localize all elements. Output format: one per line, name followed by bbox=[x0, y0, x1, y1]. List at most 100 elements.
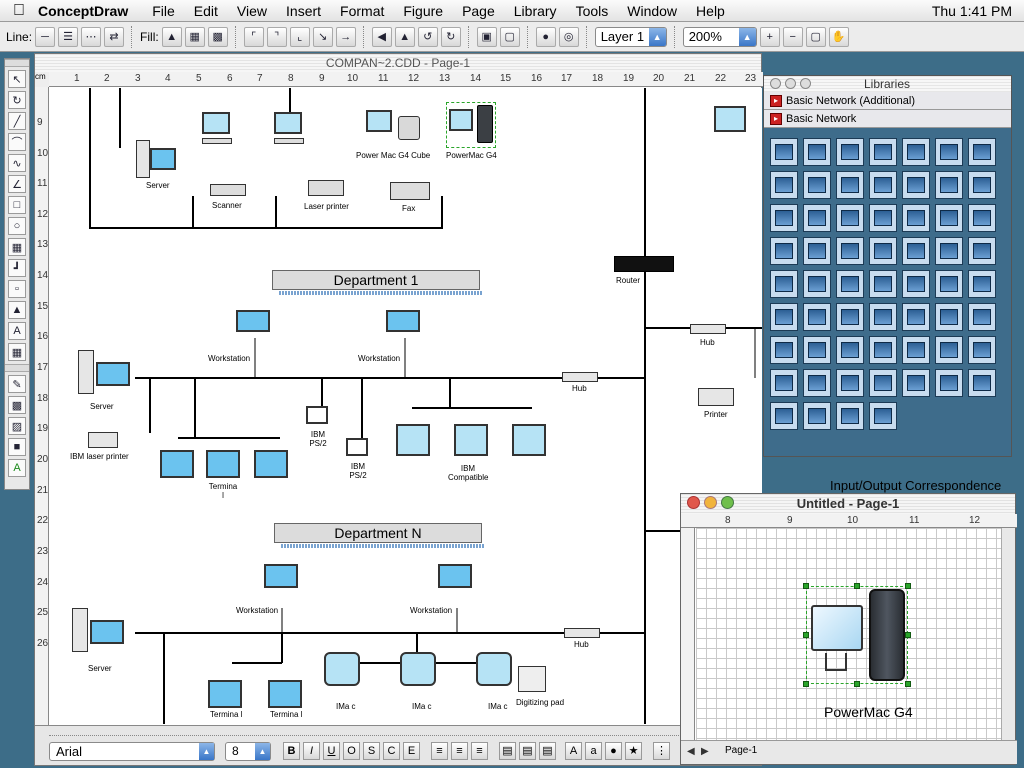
selection-handle[interactable] bbox=[905, 632, 911, 638]
library-shape[interactable] bbox=[836, 171, 864, 199]
server-icon[interactable] bbox=[78, 350, 134, 396]
ibm-ps2-icon[interactable] bbox=[346, 438, 368, 456]
line-arrow-icon[interactable]: ⇄ bbox=[104, 26, 125, 47]
library-shape[interactable] bbox=[869, 237, 897, 265]
zoom-out-icon[interactable]: − bbox=[782, 26, 803, 47]
library-shape[interactable] bbox=[935, 138, 963, 166]
outline-button[interactable]: O bbox=[343, 742, 360, 760]
library-shape[interactable] bbox=[935, 303, 963, 331]
menu-format[interactable]: Format bbox=[340, 2, 385, 19]
workstation-icon[interactable] bbox=[202, 112, 232, 146]
library-shape[interactable] bbox=[836, 237, 864, 265]
callout-tool-icon[interactable]: ▫ bbox=[8, 280, 26, 298]
menu-view[interactable]: View bbox=[236, 2, 268, 19]
library-shape[interactable] bbox=[803, 402, 831, 430]
library-shape[interactable] bbox=[968, 336, 996, 364]
arrow-tool-icon[interactable]: ↖ bbox=[8, 70, 26, 88]
library-shape[interactable] bbox=[869, 336, 897, 364]
align-center-icon[interactable]: ≡ bbox=[451, 742, 468, 760]
connector-3-icon[interactable]: ⌞ bbox=[289, 26, 310, 47]
table-tool-icon[interactable]: ▦ bbox=[8, 343, 26, 361]
workstation-icon[interactable] bbox=[264, 564, 300, 594]
arc-tool-icon[interactable]: ⌒ bbox=[8, 133, 26, 151]
imac-icon[interactable] bbox=[476, 652, 512, 686]
library-shape[interactable] bbox=[935, 204, 963, 232]
gradient-tool-icon[interactable]: ▨ bbox=[8, 417, 26, 435]
valign-bottom-icon[interactable]: ▤ bbox=[539, 742, 556, 760]
valign-top-icon[interactable]: ▤ bbox=[499, 742, 516, 760]
library-shape[interactable] bbox=[803, 369, 831, 397]
menu-help[interactable]: Help bbox=[696, 2, 725, 19]
selection-handle[interactable] bbox=[905, 681, 911, 687]
library-shape[interactable] bbox=[836, 204, 864, 232]
align-right-icon[interactable]: ≡ bbox=[471, 742, 488, 760]
printer-icon[interactable] bbox=[698, 388, 734, 406]
library-shape[interactable] bbox=[935, 270, 963, 298]
library-shape[interactable] bbox=[968, 237, 996, 265]
eyedropper-tool-icon[interactable]: ✎ bbox=[8, 375, 26, 393]
library-shape[interactable] bbox=[902, 270, 930, 298]
zoom-select[interactable]: 200% ▲ bbox=[682, 26, 757, 47]
library-shape[interactable] bbox=[836, 402, 864, 430]
text-color-icon[interactable]: ● bbox=[605, 742, 622, 760]
ungroup-icon[interactable]: ▢ bbox=[499, 26, 520, 47]
library-shape[interactable] bbox=[968, 369, 996, 397]
line-width-icon[interactable]: ☰ bbox=[58, 26, 79, 47]
globe-icon[interactable]: ● bbox=[535, 26, 556, 47]
library-tab-basic[interactable]: ▸ Basic Network bbox=[764, 110, 1011, 128]
library-shape[interactable] bbox=[869, 402, 897, 430]
library-shape[interactable] bbox=[902, 138, 930, 166]
library-shape[interactable] bbox=[902, 369, 930, 397]
library-shape[interactable] bbox=[803, 270, 831, 298]
fill-pattern-icon[interactable]: ▦ bbox=[184, 26, 205, 47]
underline-button[interactable]: U bbox=[323, 742, 340, 760]
digitizing-pad-icon[interactable] bbox=[518, 666, 546, 692]
font-smaller-icon[interactable]: a bbox=[585, 742, 602, 760]
library-tab-additional[interactable]: ▸ Basic Network (Additional) bbox=[764, 92, 1011, 110]
library-shape[interactable] bbox=[803, 336, 831, 364]
library-shape[interactable] bbox=[770, 402, 798, 430]
library-shape[interactable] bbox=[770, 237, 798, 265]
library-shape[interactable] bbox=[836, 336, 864, 364]
group-icon[interactable]: ▣ bbox=[476, 26, 497, 47]
ellipse-tool-icon[interactable]: ○ bbox=[8, 217, 26, 235]
hub-icon[interactable] bbox=[690, 324, 726, 334]
rotate-tool-icon[interactable]: ↻ bbox=[8, 91, 26, 109]
menu-window[interactable]: Window bbox=[627, 2, 678, 19]
hand-tool-icon[interactable]: ✋ bbox=[828, 26, 849, 47]
library-shape[interactable] bbox=[935, 369, 963, 397]
fill-swatch-icon[interactable]: ■ bbox=[8, 438, 26, 456]
workstation-icon[interactable] bbox=[274, 112, 304, 146]
curve-tool-icon[interactable]: ∿ bbox=[8, 154, 26, 172]
ibm-compatible-icon[interactable] bbox=[454, 424, 488, 456]
library-shape[interactable] bbox=[968, 171, 996, 199]
rectangle-tool-icon[interactable]: □ bbox=[8, 196, 26, 214]
library-shape[interactable] bbox=[968, 270, 996, 298]
flip-vertical-icon[interactable]: ▲ bbox=[394, 26, 415, 47]
align-left-icon[interactable]: ≡ bbox=[431, 742, 448, 760]
connector-5-icon[interactable]: → bbox=[335, 26, 356, 47]
font-select[interactable]: Arial ▲ bbox=[49, 742, 215, 761]
workstation-icon[interactable] bbox=[714, 106, 746, 132]
menu-library[interactable]: Library bbox=[513, 2, 557, 19]
ibm-laser-printer-icon[interactable] bbox=[88, 432, 118, 448]
font-size-select[interactable]: 8 ▲ bbox=[225, 742, 271, 761]
menu-clock[interactable]: Thu 1:41 PM bbox=[931, 3, 1012, 19]
library-shape[interactable] bbox=[770, 369, 798, 397]
line-tool-icon[interactable]: ╱ bbox=[8, 112, 26, 130]
library-shape[interactable] bbox=[770, 303, 798, 331]
library-shape[interactable] bbox=[803, 204, 831, 232]
connector-1-icon[interactable]: ⌜ bbox=[243, 26, 264, 47]
library-shape[interactable] bbox=[869, 303, 897, 331]
library-shape[interactable] bbox=[869, 270, 897, 298]
fax-icon[interactable] bbox=[390, 182, 430, 200]
workstation-icon[interactable] bbox=[386, 310, 422, 340]
selection-handle[interactable] bbox=[803, 583, 809, 589]
line-dash-icon[interactable]: ⋯ bbox=[81, 26, 102, 47]
library-shape[interactable] bbox=[836, 303, 864, 331]
library-shape[interactable] bbox=[770, 204, 798, 232]
library-shape[interactable] bbox=[836, 369, 864, 397]
terminal-icon[interactable] bbox=[254, 450, 288, 478]
italic-button[interactable]: I bbox=[303, 742, 320, 760]
library-shape[interactable] bbox=[770, 138, 798, 166]
